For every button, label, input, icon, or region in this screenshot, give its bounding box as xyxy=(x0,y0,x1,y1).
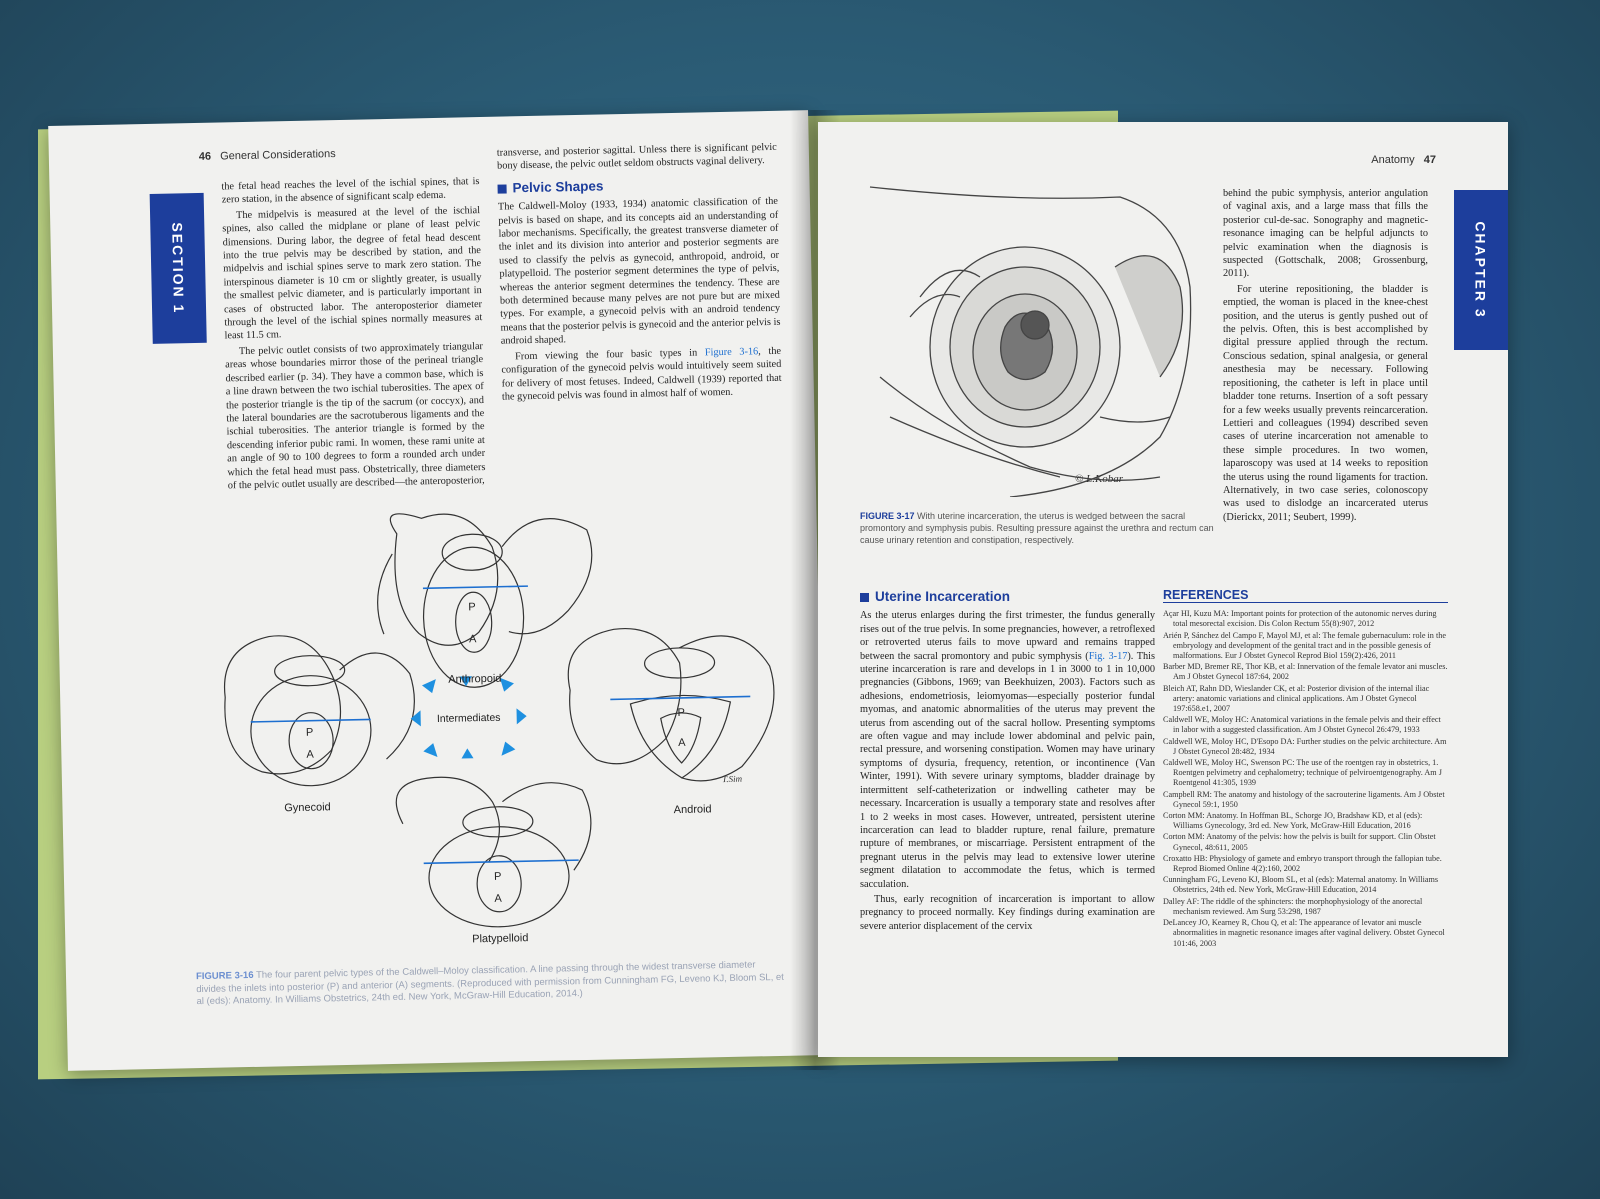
reference-item: Açar HI, Kuzu MA: Important points for p… xyxy=(1163,609,1437,629)
segment-label-p: P xyxy=(468,601,476,613)
reference-item: DeLancey JO, Kearney R, Chou Q, et al: T… xyxy=(1163,918,1445,948)
uterine-incarceration-section: Uterine Incarceration As the uterus enla… xyxy=(860,582,1155,935)
artist-signature: T.Sim xyxy=(722,774,743,784)
caption-text: The four parent pelvic types of the Cald… xyxy=(196,959,784,1008)
heading-marker-icon xyxy=(860,592,869,602)
right-running-title: Anatomy xyxy=(1371,154,1415,166)
paragraph: The pelvic outlet consists of two approx… xyxy=(225,340,486,492)
segment-label-a: A xyxy=(306,749,314,761)
segment-label-a: A xyxy=(678,737,686,749)
paragraph: the fetal head reaches the level of the … xyxy=(221,176,480,206)
left-running-title: General Considerations xyxy=(220,148,336,163)
anthropoid-label: Anthropoid xyxy=(448,673,501,686)
left-column-1: the fetal head reaches the level of the … xyxy=(221,175,486,495)
reference-item: Arién P, Sánchez del Campo F, Mayol MJ, … xyxy=(1163,630,1446,661)
android-pelvis-drawing xyxy=(567,627,775,782)
platypelloid-label: Platypelloid xyxy=(472,932,529,945)
segment-label-p: P xyxy=(306,727,314,739)
left-column-2: transverse, and posterior sagittal. Unle… xyxy=(497,141,782,406)
caption-label: FIGURE 3-16 xyxy=(195,969,254,983)
right-page: Anatomy 47 CHAPTER 3 © L.Kobar FIGURE 3-… xyxy=(818,122,1508,1057)
caption-text: With uterine incarceration, the uterus i… xyxy=(860,511,1214,545)
pelvic-shapes-heading: Pelvic Shapes xyxy=(497,176,777,195)
uterine-incarceration-illustration: © L.Kobar xyxy=(869,186,1192,497)
right-page-number: 47 xyxy=(1423,154,1436,166)
platypelloid-pelvis-drawing xyxy=(395,776,592,928)
paragraph: From viewing the four basic types in Fig… xyxy=(501,345,782,403)
references-section: REFERENCES Açar HI, Kuzu MA: Important p… xyxy=(1163,589,1448,950)
reference-item: Corton MM: Anatomy of the pelvis: how th… xyxy=(1163,832,1436,852)
reference-item: Caldwell WE, Moloy HC, Swenson PC: The u… xyxy=(1163,758,1442,788)
figure-3-17-link[interactable]: Fig. 3-17 xyxy=(1088,650,1128,662)
gynecoid-pelvis-drawing xyxy=(223,635,415,787)
intermediates-arrows xyxy=(410,676,527,759)
pelvic-types-figure: P A P A P A P A Intermediates T.Sim Anth… xyxy=(223,513,775,945)
chapter-tab-label: CHAPTER 3 xyxy=(1473,221,1490,319)
right-running-head: Anatomy 47 xyxy=(1371,154,1442,166)
segment-label-p: P xyxy=(677,707,685,719)
intermediates-label: Intermediates xyxy=(437,712,501,725)
heading-marker-icon xyxy=(497,184,507,194)
left-page-number: 46 xyxy=(198,150,212,163)
reference-item: Corton MM: Anatomy. In Hoffman BL, Schor… xyxy=(1163,811,1423,831)
illustrator-signature: © L.Kobar xyxy=(1075,473,1124,485)
reference-item: Dalley AF: The riddle of the sphincters:… xyxy=(1163,896,1423,916)
caption-label: FIGURE 3-17 xyxy=(860,511,915,521)
reference-item: Cunningham FG, Leveno KJ, Bloom SL, et a… xyxy=(1163,875,1439,895)
reference-item: Campbell RM: The anatomy and histology o… xyxy=(1163,789,1445,809)
gynecoid-label: Gynecoid xyxy=(284,801,331,814)
paragraph: The Caldwell-Moloy (1933, 1934) anatomic… xyxy=(497,196,781,347)
android-label: Android xyxy=(674,803,712,816)
left-running-head: 46 General Considerations xyxy=(199,148,336,163)
uterine-incarceration-heading: Uterine Incarceration xyxy=(860,590,1155,603)
section-tab: SECTION 1 xyxy=(149,192,207,344)
reference-item: Croxatto HB: Physiology of gamete and em… xyxy=(1163,853,1442,874)
section-tab-label: SECTION 1 xyxy=(169,222,188,315)
segment-label-a: A xyxy=(494,893,502,905)
reference-item: Caldwell WE, Moloy HC, D'Esopo DA: Furth… xyxy=(1163,736,1447,756)
chapter-tab: CHAPTER 3 xyxy=(1454,190,1508,350)
right-column-upper: behind the pubic symphysis, anterior ang… xyxy=(1223,187,1428,526)
paragraph: Thus, early recognition of incarceration… xyxy=(860,893,1155,932)
reference-item: Bleich AT, Rahn DD, Wieslander CK, et al… xyxy=(1163,683,1430,714)
paragraph: As the uterus enlarges during the first … xyxy=(860,610,1155,890)
paragraph: For uterine repositioning, the bladder i… xyxy=(1223,283,1428,523)
reference-item: Caldwell WE, Moloy HC: Anatomical variat… xyxy=(1163,715,1441,735)
figure-3-16-link[interactable]: Figure 3-16 xyxy=(704,345,759,359)
references-heading: REFERENCES xyxy=(1163,589,1448,604)
paragraph: behind the pubic symphysis, anterior ang… xyxy=(1223,188,1428,280)
paragraph: The midpelvis is measured at the level o… xyxy=(222,204,483,342)
figure-3-17-caption: FIGURE 3-17 With uterine incarceration, … xyxy=(860,510,1220,546)
reference-item: Barber MD, Bremer RE, Thor KB, et al: In… xyxy=(1163,662,1448,682)
left-page: 46 General Considerations SECTION 1 the … xyxy=(48,110,828,1071)
anthropoid-pelvis-drawing xyxy=(377,513,593,688)
segment-label-p: P xyxy=(494,871,502,883)
paragraph: transverse, and posterior sagittal. Unle… xyxy=(496,141,777,173)
segment-label-a: A xyxy=(469,633,477,645)
